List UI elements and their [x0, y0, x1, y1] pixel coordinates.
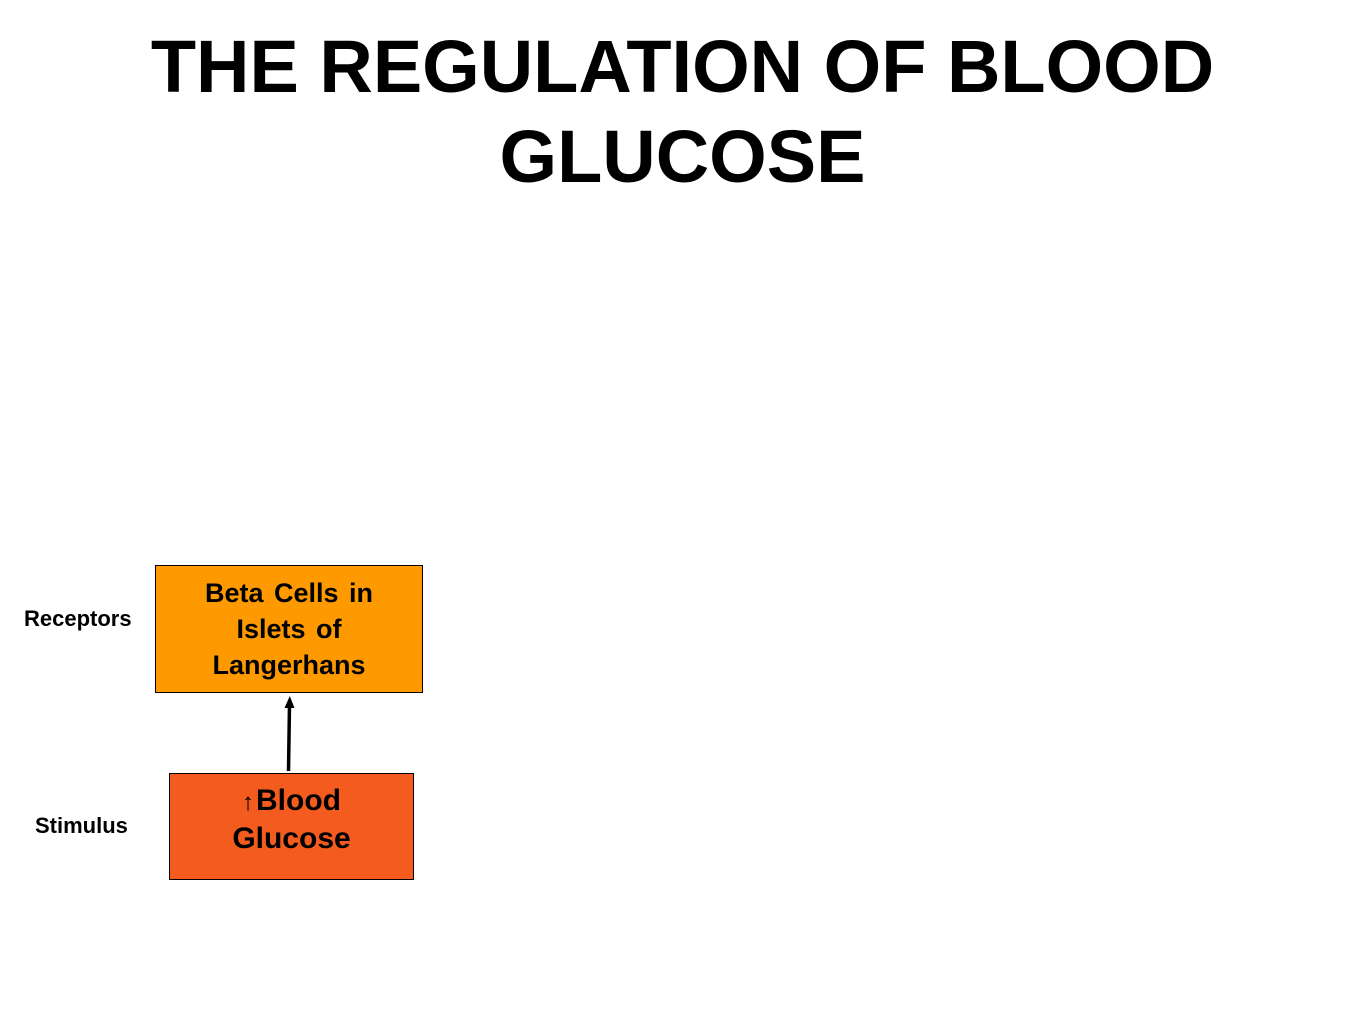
receptor-box-line-2: Islets of: [236, 614, 342, 644]
stimulus-box-line-1: ↑Blood: [242, 783, 341, 821]
arrow-shaft: [286, 703, 292, 772]
receptor-box: Beta Cells in Islets of Langerhans: [155, 565, 423, 693]
receptors-label: Receptors: [24, 606, 132, 631]
increase-arrow-icon: ↑: [242, 788, 254, 816]
arrow-head: [284, 696, 295, 708]
stimulus-label: Stimulus: [35, 813, 128, 838]
receptor-box-line-1: Beta Cells in: [204, 578, 374, 608]
stimulus-box-line-2: Glucose: [232, 821, 351, 855]
page-title: THE REGULATION OF BLOOD GLUCOSE: [0, 22, 1365, 202]
title-line-1: THE REGULATION OF BLOOD: [150, 25, 1215, 108]
stimulus-box-word-blood: Blood: [256, 783, 341, 817]
stimulus-box: ↑Blood Glucose: [169, 773, 414, 880]
title-line-2: GLUCOSE: [499, 115, 866, 198]
up-arrow-icon: [284, 696, 295, 772]
receptor-box-line-3: Langerhans: [212, 650, 366, 680]
